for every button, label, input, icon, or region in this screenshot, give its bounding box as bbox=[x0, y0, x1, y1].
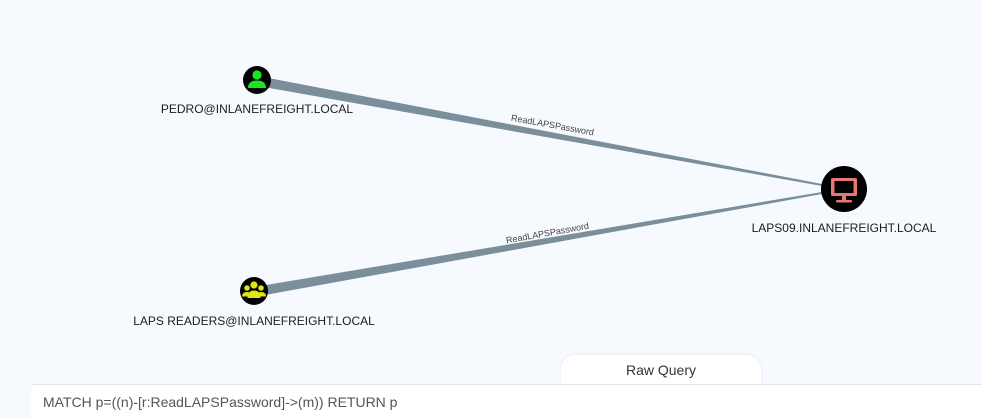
computer-icon bbox=[831, 178, 857, 203]
group-icon bbox=[242, 281, 266, 298]
node-laps09[interactable]: LAPS09.INLANEFREIGHT.LOCAL bbox=[752, 166, 937, 235]
node-pedro[interactable]: PEDRO@INLANEFREIGHT.LOCAL bbox=[161, 66, 354, 116]
user-icon bbox=[248, 70, 266, 88]
edge-readers-to-laps09[interactable] bbox=[254, 192, 822, 297]
raw-query-bar bbox=[31, 384, 982, 418]
node-label-laps-readers: LAPS READERS@INLANEFREIGHT.LOCAL bbox=[133, 314, 375, 328]
node-label-pedro: PEDRO@INLANEFREIGHT.LOCAL bbox=[161, 102, 354, 116]
node-label-laps09: LAPS09.INLANEFREIGHT.LOCAL bbox=[752, 221, 937, 235]
raw-query-input[interactable] bbox=[31, 385, 982, 418]
edge-pedro-to-laps09[interactable] bbox=[258, 76, 822, 186]
raw-query-tab[interactable]: Raw Query bbox=[561, 355, 761, 389]
node-laps-readers[interactable]: LAPS READERS@INLANEFREIGHT.LOCAL bbox=[133, 277, 375, 328]
